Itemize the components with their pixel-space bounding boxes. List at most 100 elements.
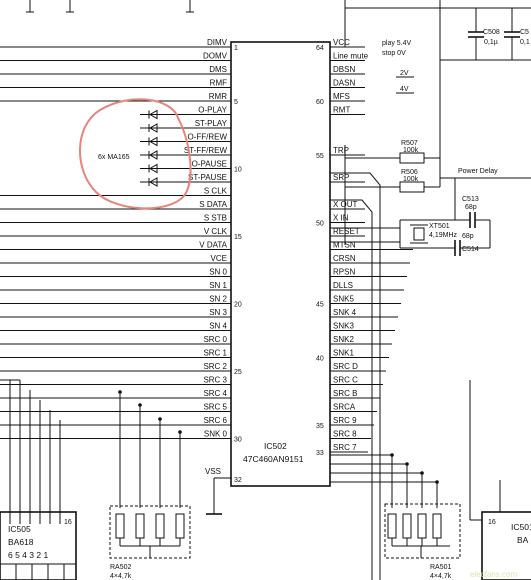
ic501-part: BA xyxy=(517,535,529,545)
ic502-right-pin-label: DASN xyxy=(333,79,355,88)
vss-pin-number: 32 xyxy=(234,477,242,484)
ic502-left-pin-label: ST-PAUSE xyxy=(188,173,227,182)
ic502-right-pin-label: SNK 4 xyxy=(333,308,357,317)
ic502-left-pin-number: 25 xyxy=(234,369,242,376)
ic501-body xyxy=(481,511,531,580)
ic502-right-pin-label: SRCA xyxy=(333,403,356,412)
ic502-right-pin-label: MFS xyxy=(333,92,350,101)
array-resistor xyxy=(175,513,185,539)
array-resistor xyxy=(155,513,165,539)
ic502-left-pin-label: DIMV xyxy=(207,38,228,47)
ic502-left-pin-number: 10 xyxy=(234,167,242,174)
array-resistor xyxy=(135,513,145,539)
ic502-ref: IC502 xyxy=(264,441,287,451)
ic505-part: BA618 xyxy=(8,537,34,547)
ic502-left-pin-label: SN 1 xyxy=(209,281,227,290)
ic502-right-pin-number: 35 xyxy=(316,423,324,430)
ic502-right-pin-label: MTSN xyxy=(333,241,356,250)
ic505-ref: IC505 xyxy=(8,524,31,534)
ic502-right-pin-label: DLLS xyxy=(333,281,353,290)
ic502-left-pin-label: O-PAUSE xyxy=(192,160,227,169)
r507-symbol xyxy=(399,152,425,164)
r507-ref: R507 xyxy=(401,140,418,147)
ic502-right-pin-label: SRP xyxy=(333,173,349,182)
ra502-resistors xyxy=(115,513,185,546)
c514-value: 68p xyxy=(462,233,474,240)
ic502-left-pin-label: V CLK xyxy=(204,227,228,236)
ic501-pin: 16 xyxy=(488,519,496,526)
dasn-voltage: 4V xyxy=(400,86,409,93)
ic502-right-pin-label: SNK2 xyxy=(333,335,354,344)
r507-value: 100k xyxy=(403,147,419,154)
array-resistor xyxy=(402,513,412,539)
c513-ref: C513 xyxy=(462,196,479,203)
c508-ref: C508 xyxy=(483,29,500,36)
ic502-left-pin-label: RMR xyxy=(209,92,227,101)
c5-ref: C5 xyxy=(520,29,529,36)
ic502-body xyxy=(230,41,331,487)
vss-label: VSS xyxy=(205,467,221,476)
ic502-right-pin-label: CRSN xyxy=(333,254,356,263)
ic505-body xyxy=(0,511,77,580)
ic502-right-pin-label: TRP xyxy=(333,146,349,155)
ra501-resistors xyxy=(387,513,442,546)
c508-value: 0,1µ xyxy=(484,39,498,46)
ic502-right-pin-label: DBSN xyxy=(333,65,355,74)
ic502-left-pin-label: SN 2 xyxy=(209,295,227,304)
ic502-right-pin-label: SRC 8 xyxy=(333,430,357,439)
ic502-right-pin-label: SRC B xyxy=(333,389,357,398)
ic502-right-pin-label: SNK5 xyxy=(333,295,354,304)
ra502-ref: RA502 xyxy=(110,564,132,571)
diode-symbol xyxy=(148,177,158,187)
ra501-value: 4×4,7k xyxy=(430,573,452,580)
ic502-left-pin-label: ST-PLAY xyxy=(195,119,228,128)
c514-ref: C514 xyxy=(462,246,479,253)
diode-group xyxy=(148,109,158,187)
ic502-right-pin-number: 55 xyxy=(316,153,324,160)
diode-symbol xyxy=(148,150,158,160)
ra502-value: 4×4,7k xyxy=(110,573,132,580)
ic502-left-pin-label: SRC 5 xyxy=(203,403,227,412)
diode-symbol xyxy=(148,163,158,174)
ic502-right-pin-number: 33 xyxy=(316,450,324,457)
ic502-left-pin-label: SRC 0 xyxy=(203,335,227,344)
ic502-left-pin-label: SRC 6 xyxy=(203,416,227,425)
watermark: elecfans.com xyxy=(470,570,517,579)
ic501-ref: IC501 xyxy=(511,522,531,532)
ic502-left-pin-label: DOMV xyxy=(203,52,228,61)
xt501-ref: XT501 xyxy=(429,223,450,230)
ic502-left-pin-label: SRC 2 xyxy=(203,362,227,371)
ic502-left-pin-label: SN 0 xyxy=(209,268,227,277)
stop-voltage: stop 0V xyxy=(382,50,406,57)
handdrawn-highlight-circle xyxy=(79,98,192,210)
ic502-left-pin-label: SN 3 xyxy=(209,308,227,317)
r506-symbol xyxy=(399,181,425,193)
ic502-left-pins: DIMV1DOMVDMSRMFRMR5O-PLAYST-PLAYO-FF/REW… xyxy=(0,38,242,444)
r506-value: 100k xyxy=(403,176,419,183)
ic502-right-pin-label: SRC 9 xyxy=(333,416,357,425)
xt501-symbol xyxy=(413,227,425,241)
ic502-left-pin-label: SRC 1 xyxy=(203,349,227,358)
ic502-right-pin-label: Line mute xyxy=(333,52,369,61)
ic502-left-pin-number: 20 xyxy=(234,302,242,309)
ic505-pin-numbers: 6 5 4 3 2 1 xyxy=(8,550,48,560)
ic502-right-pin-number: 64 xyxy=(316,45,324,52)
ic502-left-pin-label: S STB xyxy=(204,214,227,223)
ic502-left-pin-label: DMS xyxy=(209,65,227,74)
play-voltage: play 5.4V xyxy=(382,40,412,47)
array-resistor xyxy=(387,513,397,539)
ic502-right-pin-label: RESET xyxy=(333,227,360,236)
diode-symbol xyxy=(148,123,158,133)
array-resistor xyxy=(417,513,427,539)
ic502-left-pin-label: SN 4 xyxy=(209,322,227,331)
ic502-left-pin-label: ST-FF/REW xyxy=(184,146,228,155)
ic502-right-pin-label: SNK1 xyxy=(333,349,354,358)
ic502-right-pin-label: SRC D xyxy=(333,362,358,371)
ic502-right-pin-label: SNK3 xyxy=(333,322,354,331)
ic502-right-pin-label: X IN xyxy=(333,214,349,223)
ic502-right-pin-number: 40 xyxy=(316,356,324,363)
ic502-left-pin-label: O-PLAY xyxy=(198,106,227,115)
ic502-right-pin-label: RMT xyxy=(333,106,350,115)
